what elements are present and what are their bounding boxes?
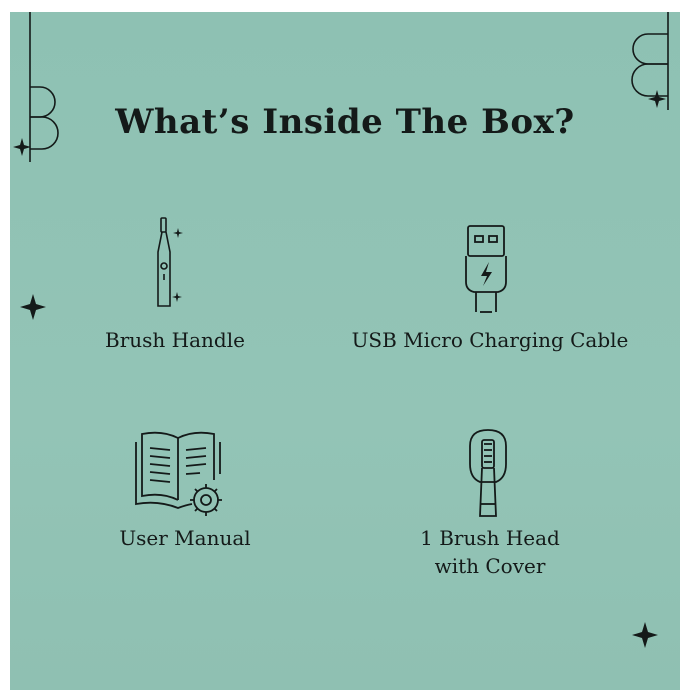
user-manual-label: User Manual — [119, 526, 251, 550]
brush-head-icon — [469, 429, 507, 517]
brush-head-label-line2: with Cover — [434, 554, 546, 578]
sparkle-icon-bottom-right — [632, 622, 658, 648]
usb-cable-icon — [465, 225, 507, 313]
brush-head-label-line1: 1 Brush Head — [420, 526, 560, 550]
usb-cable-label: USB Micro Charging Cable — [351, 328, 629, 352]
sparkle-icon-left — [20, 294, 46, 320]
brush-head-label: 1 Brush Head with Cover — [370, 524, 610, 580]
page-title: What’s Inside The Box? — [115, 102, 575, 142]
top-right-ornament — [631, 12, 669, 110]
infographic-card: What’s Inside The Box? Brush Handle USB … — [10, 12, 680, 690]
manual-book-icon — [135, 431, 222, 516]
brush-handle-label: Brush Handle — [105, 328, 245, 352]
top-left-ornament — [13, 12, 59, 162]
electric-toothbrush-icon — [157, 217, 183, 307]
